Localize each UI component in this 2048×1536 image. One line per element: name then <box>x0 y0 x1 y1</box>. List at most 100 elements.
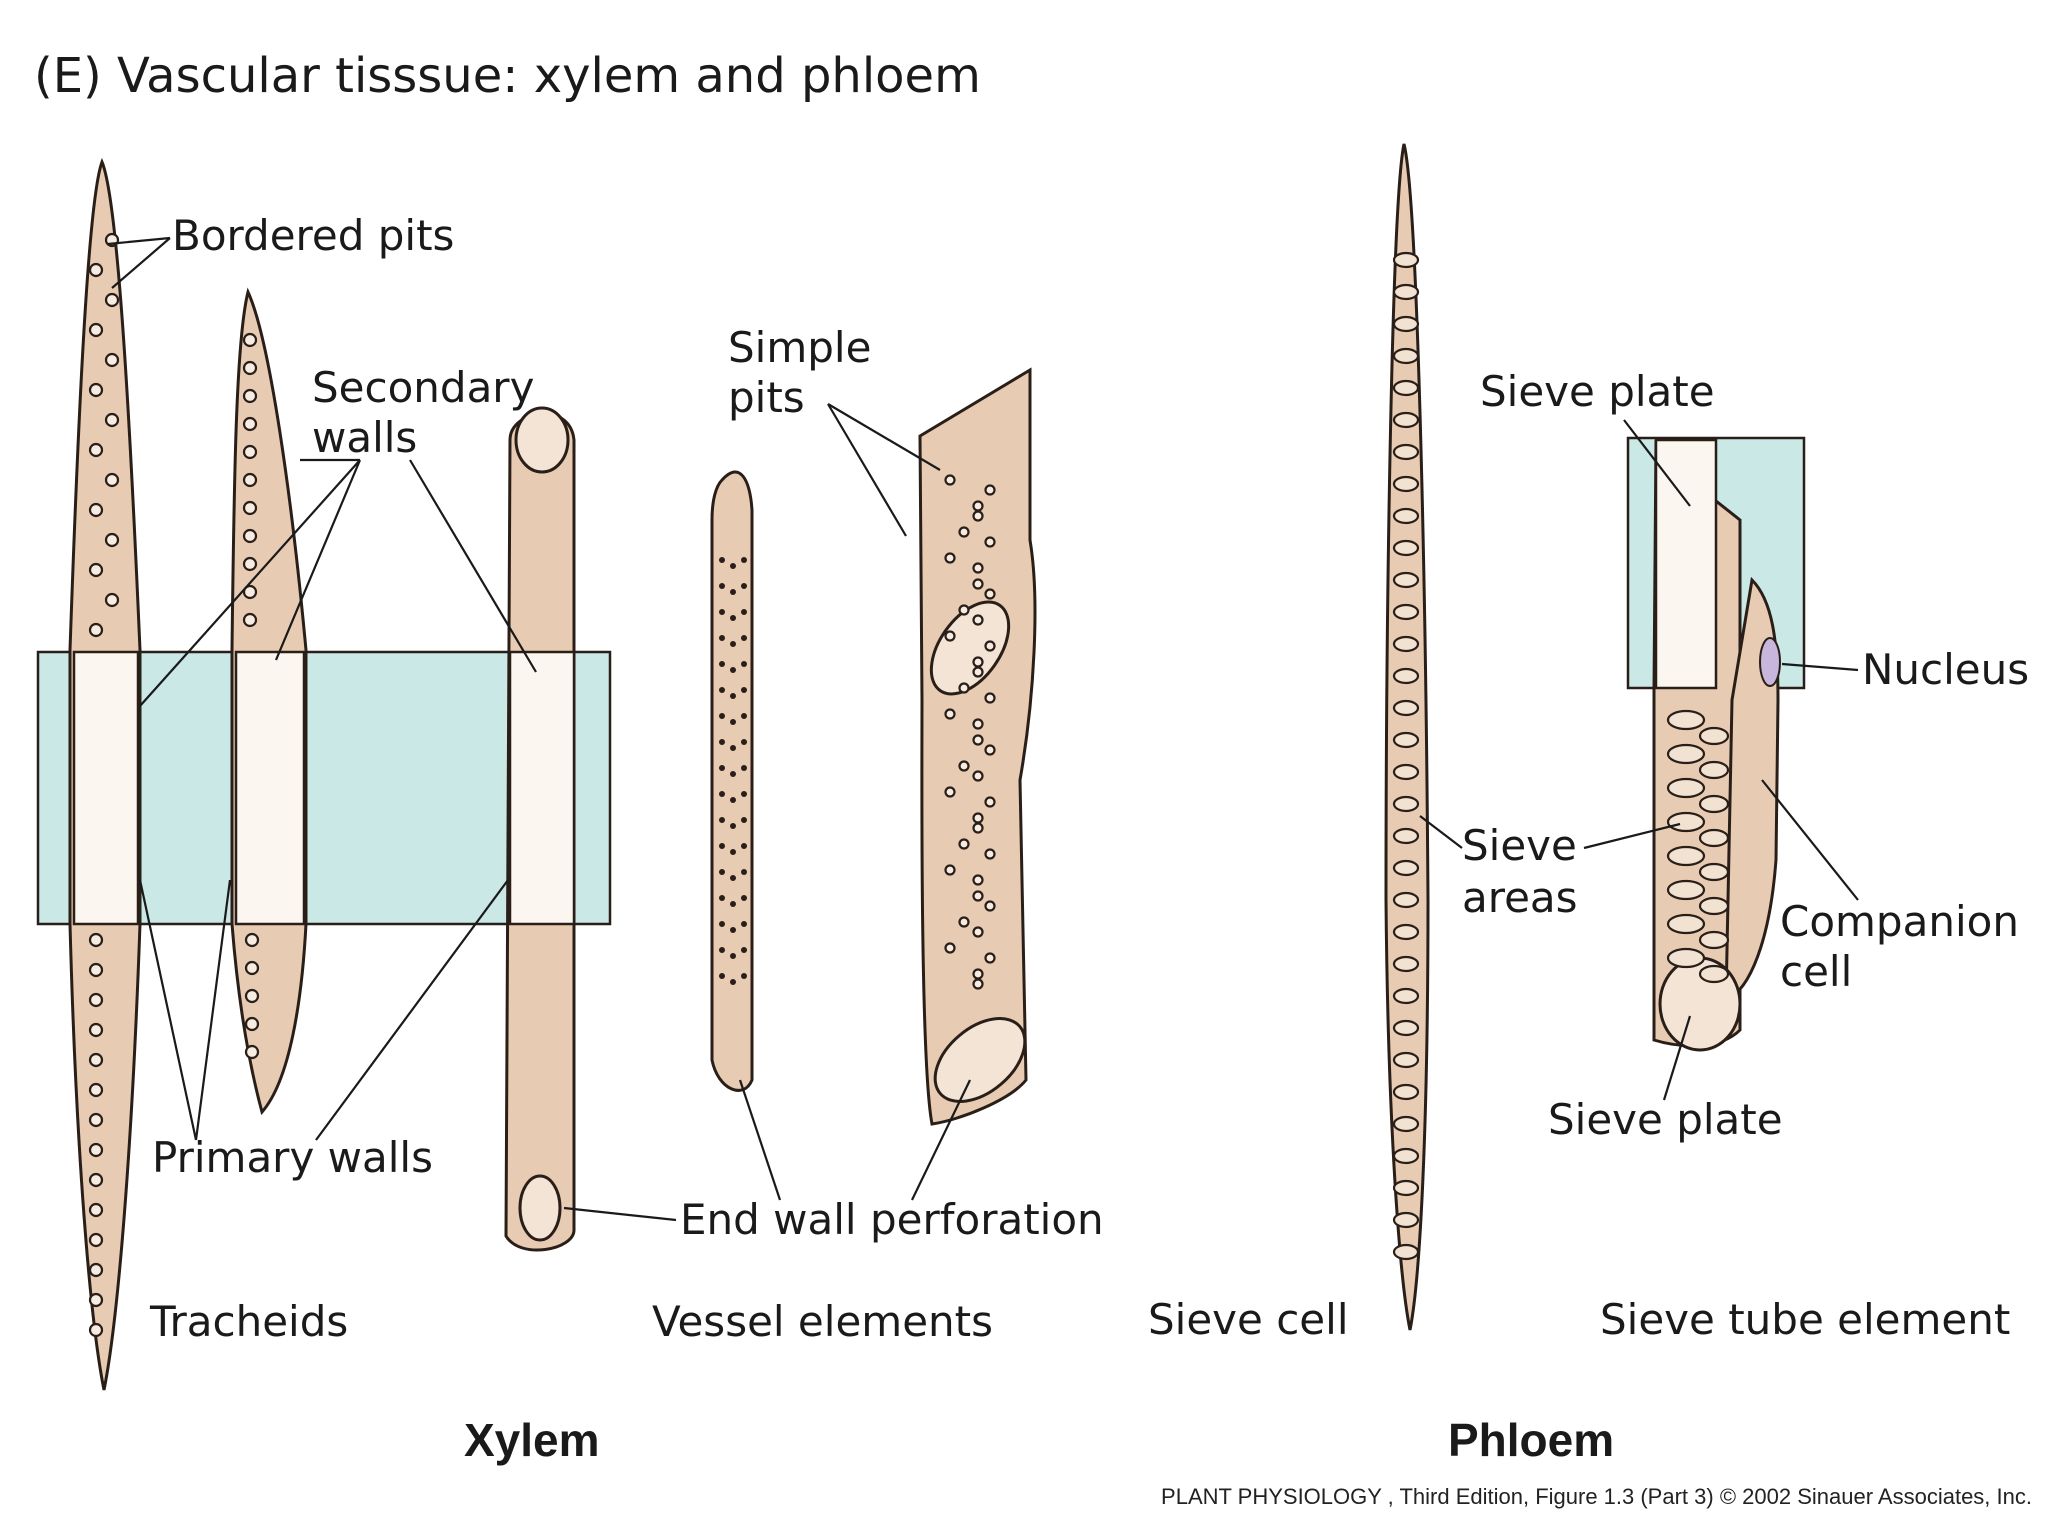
sieve-area <box>1698 726 1730 746</box>
sieve-area <box>1666 879 1706 901</box>
bordered-pit <box>242 332 258 348</box>
simple-pit <box>958 838 970 850</box>
pit-dot <box>719 609 725 615</box>
pit-dot <box>730 875 736 881</box>
pit-dot <box>741 817 747 823</box>
pit-dot <box>730 823 736 829</box>
sieve-area <box>1392 1051 1420 1069</box>
bordered-pit <box>242 612 258 628</box>
sieve-area <box>1666 777 1706 799</box>
simple-pit <box>984 536 996 548</box>
bordered-pit <box>88 1052 104 1068</box>
caption-sieve-tube-element: Sieve tube element <box>1600 1295 2011 1344</box>
label-end-wall-perforation: End wall perforation <box>680 1195 1104 1244</box>
bordered-pit <box>104 412 120 428</box>
simple-pit <box>972 578 984 590</box>
bordered-pit <box>88 502 104 518</box>
pit-dot <box>730 589 736 595</box>
bordered-pit <box>88 1022 104 1038</box>
simple-pit <box>944 552 956 564</box>
pit-dot <box>719 947 725 953</box>
sieve-area <box>1392 1083 1420 1101</box>
sieve-area <box>1666 845 1706 867</box>
vessel-perforation-upper <box>929 600 1011 696</box>
simple-pit <box>984 484 996 496</box>
label-simple-pits-line1: Simple <box>728 323 872 372</box>
bordered-pit <box>88 1142 104 1158</box>
simple-pit <box>944 942 956 954</box>
simple-pit <box>972 812 984 824</box>
cell-markings <box>88 232 1730 1338</box>
figure-credit: PLANT PHYSIOLOGY , Third Edition, Figure… <box>1161 1484 2032 1509</box>
simple-pit <box>972 718 984 730</box>
simple-pit <box>958 682 970 694</box>
sieve-area <box>1392 411 1420 429</box>
group-label-xylem: Xylem <box>464 1414 600 1466</box>
sieve-area <box>1392 507 1420 525</box>
sieve-area <box>1698 794 1730 814</box>
label-sieve-plate-bottom: Sieve plate <box>1548 1095 1783 1144</box>
bordered-pit <box>242 556 258 572</box>
simple-pit <box>944 630 956 642</box>
sieve-area <box>1392 731 1420 749</box>
bordered-pit <box>242 500 258 516</box>
sieve-area <box>1666 743 1706 765</box>
simple-pit <box>984 588 996 600</box>
sieve-area <box>1392 859 1420 877</box>
sieve-area <box>1666 947 1706 969</box>
simple-pit <box>984 952 996 964</box>
pit-dot <box>730 667 736 673</box>
label-bordered-pits: Bordered pits <box>172 211 455 260</box>
pit-dot <box>741 713 747 719</box>
vessel-perforation-lower <box>933 1017 1027 1103</box>
pit-dot <box>719 661 725 667</box>
sieve-area <box>1392 955 1420 973</box>
pit-dot <box>741 843 747 849</box>
bordered-pit <box>88 1082 104 1098</box>
simple-pit <box>972 562 984 574</box>
leader-bordered-pits <box>107 236 171 289</box>
sieve-area <box>1698 862 1730 882</box>
sieve-area <box>1392 539 1420 557</box>
simple-pit <box>972 968 984 980</box>
pit-dot <box>741 791 747 797</box>
bordered-pit <box>104 292 120 308</box>
bordered-pit <box>88 1172 104 1188</box>
pit-dot <box>741 869 747 875</box>
bordered-pit <box>104 472 120 488</box>
sieve-area <box>1392 603 1420 621</box>
simple-pit <box>972 734 984 746</box>
pit-dot <box>719 817 725 823</box>
bordered-pit <box>242 416 258 432</box>
bordered-pit <box>244 960 260 976</box>
vessel-element-2 <box>710 470 754 1092</box>
bordered-pit <box>244 988 260 1004</box>
sieve-area <box>1392 635 1420 653</box>
leader-sieve-plate-top <box>1623 419 1691 507</box>
simple-pit <box>958 526 970 538</box>
pit-dot <box>730 901 736 907</box>
pit-dot <box>719 739 725 745</box>
simple-pit <box>972 666 984 678</box>
simple-pit <box>944 474 956 486</box>
bordered-pit <box>88 1202 104 1218</box>
sieve-area <box>1392 475 1420 493</box>
leader-companion-cell <box>1761 779 1859 901</box>
bordered-pit <box>88 622 104 638</box>
simple-pit <box>944 786 956 798</box>
sieve-area <box>1392 795 1420 813</box>
bordered-pit <box>242 528 258 544</box>
pit-dot <box>730 771 736 777</box>
pit-dot <box>741 973 747 979</box>
pit-dot <box>730 719 736 725</box>
simple-pit <box>972 822 984 834</box>
bordered-pit <box>88 382 104 398</box>
sieve-area <box>1392 251 1420 269</box>
nucleus-shape <box>1759 637 1781 687</box>
pit-dot <box>741 765 747 771</box>
pit-dot <box>741 947 747 953</box>
tracheid-2-inset-wall <box>234 650 306 926</box>
label-companion-cell-line2: cell <box>1780 947 1853 996</box>
sieve-area <box>1392 1115 1420 1133</box>
